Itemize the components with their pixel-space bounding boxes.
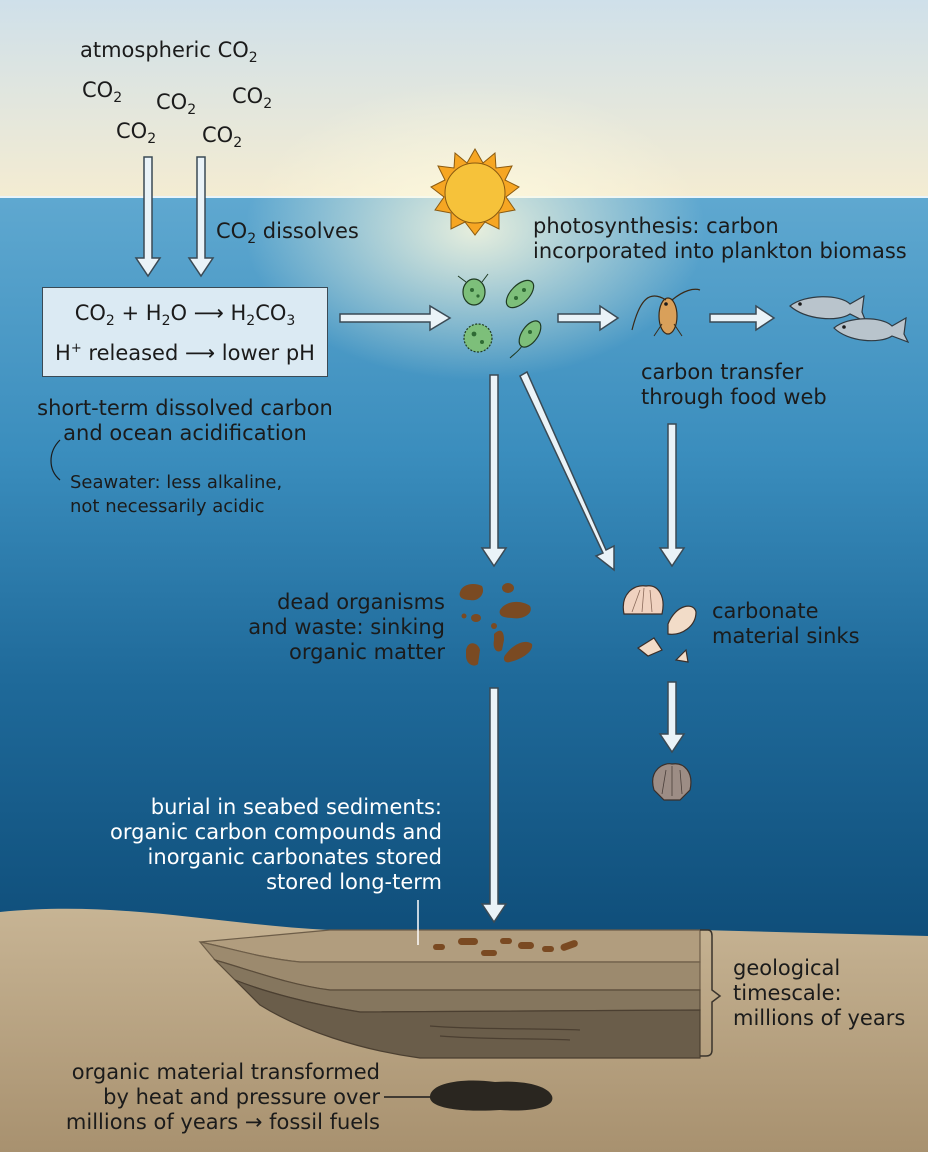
co2-molecule: CO2 [82,78,123,106]
fish-icon [789,294,910,344]
arrow-to-zooplankton [557,304,620,332]
arrow-organic-to-seabed [480,687,508,924]
co2-molecule: CO2 [232,84,273,112]
co2-down-arrow-1 [134,156,162,278]
co2-molecule: CO2 [116,119,157,147]
arrow-foodweb-to-carbonate [658,423,686,568]
equation-box: CO2 + H2O ⟶ H2CO3 H+ released ⟶ lower pH [42,287,328,377]
seawater-note-curve [50,439,61,481]
co2-molecule: CO2 [202,123,243,151]
burial-label: burial in seabed sediments:organic carbo… [110,795,442,894]
sediment-layers [198,929,701,1059]
atmospheric-co2-label: atmospheric CO2 [80,38,258,66]
organic-matter-particles [459,583,533,666]
arrow-plankton-to-carbonate [519,370,615,572]
co2-molecule: CO2 [156,90,197,118]
arrow-to-fish [709,304,776,332]
carbonic-acid-equation: CO2 + H2O ⟶ H2CO3 [74,301,296,329]
timescale-bracket [700,929,722,1057]
carbonate-shells-icon [622,585,697,663]
phytoplankton-icon [457,273,542,359]
fossil-fuel-deposit [429,1080,553,1111]
seafloor-shell-icon [652,763,692,801]
sun-icon [430,147,520,236]
arrow-to-plankton [339,304,452,332]
buried-organic-particles [433,938,578,956]
zooplankton-icon [631,288,701,337]
arrow-plankton-to-organic [480,374,508,568]
ph-equation: H+ released ⟶ lower pH [55,341,315,365]
co2-dissolves-label: CO2 dissolves [216,219,359,247]
co2-down-arrow-2 [187,156,215,278]
seawater-note: Seawater: less alkaline,not necessarily … [70,472,283,517]
arrow-carbonate-down [658,681,686,754]
